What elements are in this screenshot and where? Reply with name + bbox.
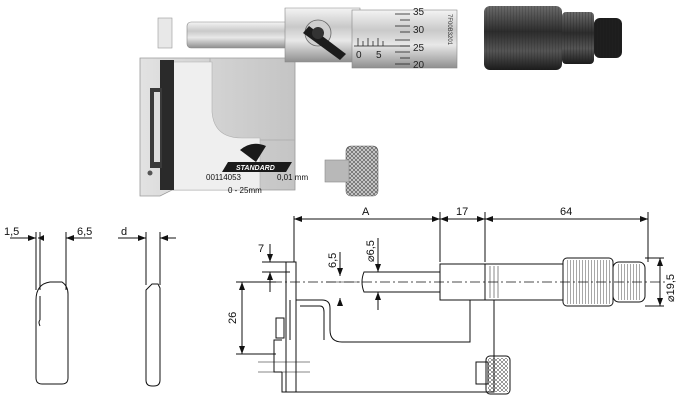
dim-64-label: 64 <box>560 206 572 218</box>
resolution-text: 0,01 mm <box>277 173 308 182</box>
standard-logo: STANDARD <box>222 143 292 172</box>
dim-6-5-label: 6,5 <box>327 253 339 268</box>
thimble-label-25: 25 <box>413 43 425 54</box>
thimble-label-35: 35 <box>413 7 425 18</box>
logo-text: STANDARD <box>236 165 275 172</box>
lock-lever <box>303 19 346 60</box>
dim-spindle-diameter-label: ⌀6,5 <box>365 240 377 262</box>
dim-thimble-diameter-label: ⌀19,5 <box>665 274 677 302</box>
anvil-tongue <box>160 60 174 190</box>
barrel-code: 7F00B3201 <box>446 14 452 46</box>
dim-26-label: 26 <box>227 312 239 324</box>
tip-profile-view <box>10 232 92 385</box>
tip-width-right-label: 6,5 <box>77 226 92 238</box>
dim-17-label: 17 <box>456 206 468 218</box>
thimble-scale <box>395 13 410 65</box>
micrometer-photo: 0 5 35 30 25 20 7F00B3201 <box>139 6 622 197</box>
sleeve-label-5: 5 <box>376 50 382 61</box>
dim-7-label: 7 <box>258 243 264 255</box>
anvil-top <box>157 17 173 49</box>
thimble-label-20: 20 <box>413 60 425 71</box>
technical-drawing <box>236 212 665 395</box>
thimble-label-30: 30 <box>413 25 425 36</box>
serial-number: 00114053 <box>206 173 242 182</box>
spindle-d-view <box>118 232 176 387</box>
sleeve-label-0: 0 <box>356 50 362 61</box>
tip-width-left-label: 1,5 <box>4 226 19 238</box>
range-text: 0 - 25mm <box>228 186 262 195</box>
dim-A-label: A <box>362 206 370 218</box>
spindle-d-label: d <box>121 226 127 238</box>
frame-screw-dot <box>147 170 153 176</box>
